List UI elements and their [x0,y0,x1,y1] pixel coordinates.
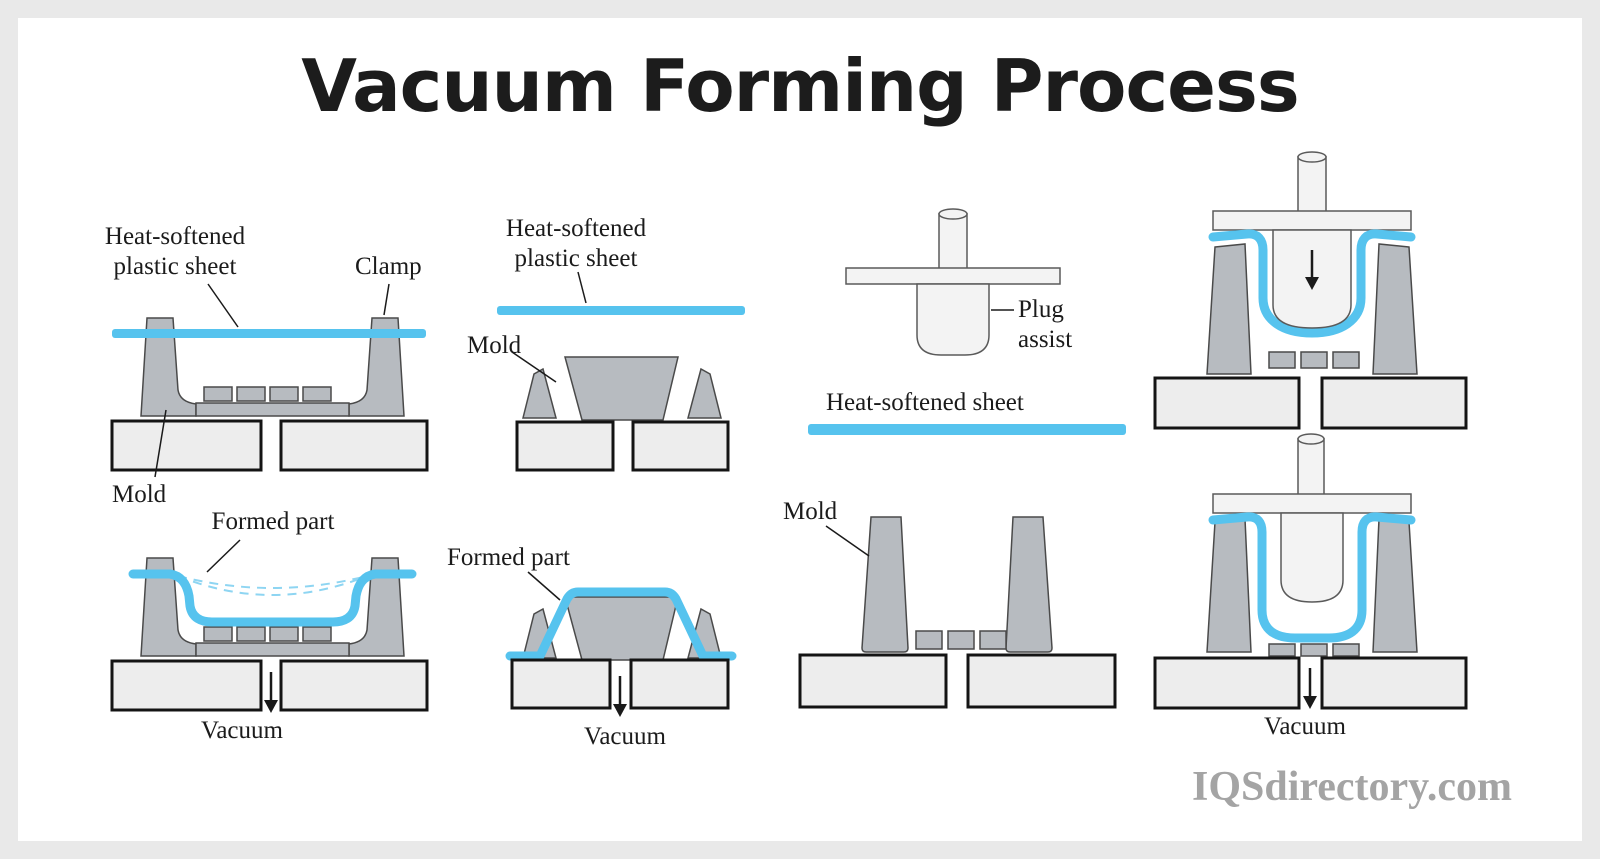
label-heat-softened-sheet: Heat-softened sheet [826,389,1024,416]
male-mold-body [564,596,679,661]
leader-line-clamp [383,283,390,316]
leader-line-formed-part [527,571,561,601]
plug-body [1280,512,1344,603]
mold-floor-segment [302,626,332,642]
sheet-intermediate-position [177,575,368,589]
mold-floor-segment [203,386,233,402]
platform-right [631,420,730,472]
mold-wall-right [1372,243,1418,375]
vacuum-arrowhead-icon [613,704,627,717]
plastic-sheet [112,329,426,338]
platform-left [1153,656,1301,710]
mold-floor-segment [1332,643,1360,657]
mold-wall-right [1005,516,1053,653]
plug-plate [1212,493,1412,514]
mold-floor-segment [1332,351,1360,369]
mold-floor-segment [302,386,332,402]
mold-floor-bar [195,402,350,417]
plug-stem-top [938,208,968,220]
mold-floor-segment [203,626,233,642]
mold-floor-segment [269,626,299,642]
watermark: IQSdirectory.com [1191,764,1513,810]
plug-stem-top [1297,151,1327,163]
mold-floor-segment [915,630,943,650]
platform-left [515,420,615,472]
platform-right [279,659,429,712]
label-formed-part: Formed part [447,544,570,571]
platform-right [966,653,1117,709]
forming-sheet [1208,229,1416,338]
mold-side-wedge-right [687,367,722,419]
mold-floor-segment [1300,643,1328,657]
formed-part-sheet [505,587,737,661]
vacuum-arrowhead-icon [264,700,278,713]
plug-down-arrowhead-icon [1305,277,1319,290]
label-mold: Mold [783,498,838,525]
leader-line-sheet [207,283,239,328]
platform-right [629,658,730,710]
male-mold-body [564,356,679,421]
mold-wall-left [1206,243,1252,375]
panel-drape-formed [110,539,429,713]
mold-floor-segment [1300,351,1328,369]
label-mold: Mold [467,332,522,359]
plastic-sheet [808,424,1126,435]
panel-plug-formed-vacuum [1153,433,1468,710]
mold-floor-segment [1268,351,1296,369]
plastic-sheet [497,306,745,315]
mold-floor-segment [947,630,975,650]
mold-floor-segment [269,386,299,402]
panel-male-mold-sheet [497,271,745,472]
mold-floor-bar [195,642,350,657]
plug-plate [845,267,1061,285]
sheet-intermediate-position [177,575,368,596]
label-heat-softened-sheet: Heat-softened plastic sheet [104,223,246,280]
leader-line-sheet [577,271,587,304]
label-vacuum: Vacuum [201,717,283,744]
platform-left [110,659,263,712]
formed-part-sheet [128,569,417,627]
mold-floor-segment [1268,643,1296,657]
plug-stem-top [1297,433,1325,445]
plug-stem [1297,438,1325,498]
panel-drape-clamped [110,283,429,478]
mold-wall-right [1372,518,1418,653]
platform-left [510,658,612,710]
panel-male-mold-formed [505,571,737,717]
plug-stem [938,213,968,271]
platform-right [1320,376,1468,430]
label-heat-softened-sheet: Heat-softened plastic sheet [505,215,647,272]
plug-plate [1212,210,1412,231]
platform-left [1153,376,1301,430]
leader-line-formed-part [206,539,241,573]
platform-right [1320,656,1468,710]
leader-line-mold [511,351,557,383]
vacuum-arrowhead-icon [1303,696,1317,709]
formed-part-sheet [1208,512,1416,643]
page-title: Vacuum Forming Process [301,44,1299,128]
platform-left [798,653,948,709]
panel-female-mold [798,516,1117,709]
mold-wall-left [861,516,909,653]
leader-line-mold [825,525,870,557]
label-plug-assist: Plug assist [1018,296,1073,353]
leader-line-mold [154,409,167,478]
label-vacuum: Vacuum [584,723,666,750]
plug-body [916,283,990,356]
mold-wall-left [1206,518,1252,653]
label-vacuum: Vacuum [1264,713,1346,740]
mold-floor-segment [236,626,266,642]
panel-plug-assist [808,208,1126,435]
mold-side-wedge-left [522,367,557,419]
mold-floor-segment [979,630,1007,650]
platform-right [279,419,429,472]
mold-floor-segment [236,386,266,402]
label-mold: Mold [112,481,167,508]
label-formed-part: Formed part [211,508,335,535]
panel-plug-forming [1153,151,1468,430]
platform-left [110,419,263,472]
plug-stem [1297,156,1327,214]
label-clamp: Clamp [355,253,422,280]
